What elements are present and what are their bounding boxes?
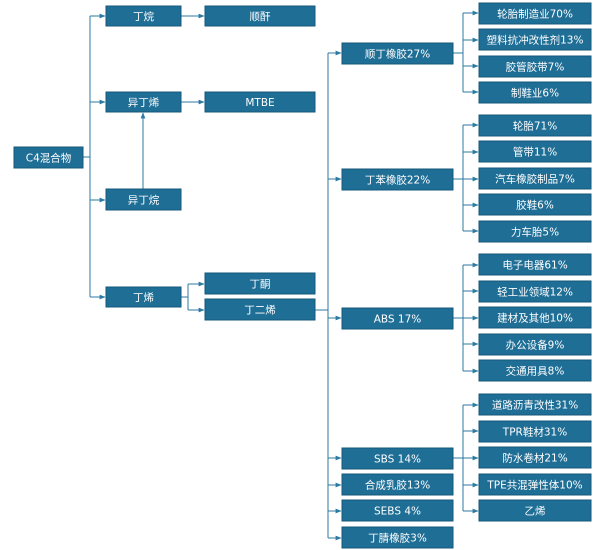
- node-sbs: SBS 14%: [341, 447, 454, 470]
- node-c4-mixture: C4混合物: [13, 146, 84, 169]
- node-use-abs-3: 办公设备9%: [478, 333, 592, 356]
- node-label: TPE共混弹性体10%: [486, 479, 582, 492]
- node-label: 丁酮: [250, 279, 271, 291]
- node-isobutene: 异丁烯: [105, 91, 182, 113]
- node-label: 顺酐: [250, 11, 271, 23]
- node-butanone: 丁酮: [204, 272, 316, 295]
- node-sebs: SEBS 4%: [341, 499, 454, 522]
- node-label: 顺丁橡胶27%: [365, 48, 430, 61]
- node-label: 轮胎71%: [513, 120, 557, 133]
- node-use-br-2: 胶管胶带7%: [478, 55, 592, 78]
- node-label: 道路沥青改性31%: [492, 399, 578, 412]
- node-label: 塑料抗冲改性剂13%: [487, 34, 584, 47]
- node-label: 防水卷材21%: [502, 452, 567, 465]
- node-use-sbr-2: 汽车橡胶制品7%: [478, 167, 592, 190]
- node-butadiene: 丁二烯: [204, 298, 316, 321]
- node-maleic-anhydride: 顺酐: [204, 5, 316, 27]
- node-use-abs-2: 建材及其他10%: [478, 306, 592, 329]
- node-use-br-0: 轮胎制造业70%: [478, 2, 592, 25]
- node-label: 轮胎制造业70%: [497, 8, 573, 21]
- node-use-abs-1: 轻工业领域12%: [478, 280, 592, 303]
- node-abs: ABS 17%: [341, 307, 454, 330]
- node-label: 制鞋业6%: [511, 87, 559, 100]
- node-use-sbr-4: 力车胎5%: [478, 220, 592, 243]
- node-label: 力车胎5%: [511, 226, 559, 239]
- node-use-sbr-1: 管带11%: [478, 140, 592, 163]
- node-use-abs-4: 交通用具8%: [478, 359, 592, 382]
- node-use-sbr-0: 轮胎71%: [478, 114, 592, 137]
- node-label: ABS 17%: [374, 314, 422, 326]
- node-use-abs-0: 电子电器61%: [478, 253, 592, 276]
- node-nbr: 丁腈橡胶3%: [341, 526, 454, 549]
- node-label: 建材及其他10%: [497, 312, 573, 325]
- node-label: 丁苯橡胶22%: [365, 174, 430, 187]
- node-label: 电子电器61%: [502, 259, 567, 272]
- node-label: MTBE: [245, 97, 274, 109]
- node-label: 胶鞋6%: [516, 199, 554, 212]
- node-label: 汽车橡胶制品7%: [495, 173, 575, 186]
- node-use-sbs-0: 道路沥青改性31%: [478, 393, 592, 416]
- connectors: [83, 10, 479, 541]
- node-sbr: 丁苯橡胶22%: [341, 168, 454, 191]
- node-use-sbs-2: 防水卷材21%: [478, 446, 592, 469]
- node-use-sbs-3: TPE共混弹性体10%: [478, 473, 592, 496]
- node-label: C4混合物: [26, 152, 72, 165]
- node-use-sbs-1: TPR鞋材31%: [478, 420, 592, 443]
- node-label: 异丁烷: [128, 194, 160, 207]
- node-use-br-1: 塑料抗冲改性剂13%: [478, 28, 592, 51]
- node-br: 顺丁橡胶27%: [341, 42, 454, 65]
- node-label: 轻工业领域12%: [497, 286, 573, 299]
- node-label: SBS 14%: [374, 454, 421, 466]
- node-label: 丁烯: [133, 291, 154, 304]
- node-label: 管带11%: [513, 146, 557, 159]
- node-label: 胶管胶带7%: [506, 61, 565, 74]
- node-label: 丁烷: [133, 10, 154, 23]
- node-isobutane: 异丁烷: [105, 188, 182, 211]
- node-label: 合成乳胶13%: [365, 479, 430, 492]
- node-label: 丁二烯: [244, 304, 276, 317]
- node-use-br-3: 制鞋业6%: [478, 81, 592, 104]
- node-label: 异丁烯: [128, 96, 160, 109]
- node-butene: 丁烯: [105, 286, 182, 308]
- node-use-sbr-3: 胶鞋6%: [478, 193, 592, 216]
- node-label: 丁腈橡胶3%: [368, 532, 427, 545]
- node-latex: 合成乳胶13%: [341, 473, 454, 496]
- node-label: SEBS 4%: [374, 506, 421, 518]
- node-label: 交通用具8%: [506, 365, 565, 378]
- node-mtbe: MTBE: [204, 91, 316, 113]
- node-label: TPR鞋材31%: [502, 426, 567, 439]
- node-label: 乙烯: [525, 505, 546, 518]
- node-use-sbs-4: 乙烯: [478, 499, 592, 522]
- node-label: 办公设备9%: [506, 339, 565, 352]
- node-butane: 丁烷: [105, 5, 182, 27]
